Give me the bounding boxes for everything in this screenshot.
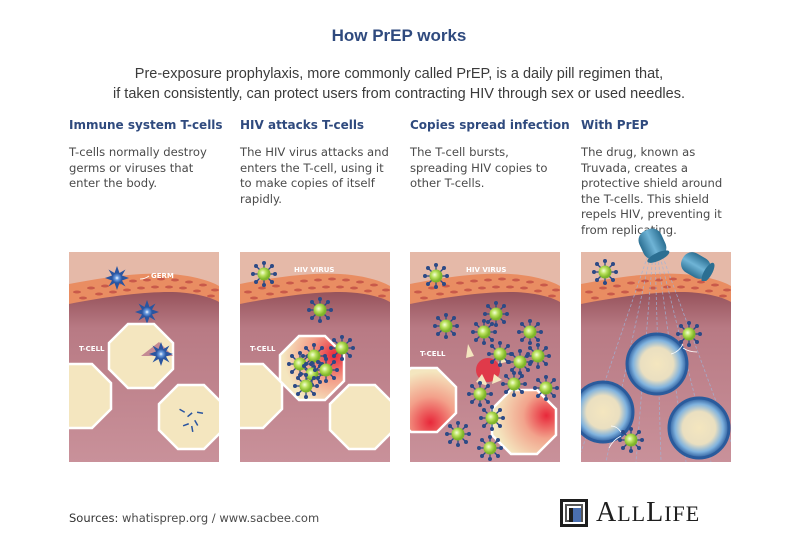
hiv-virus-icon: [444, 420, 472, 448]
tcell-icon: [328, 383, 390, 451]
label-tcell: T-CELL: [420, 350, 446, 358]
sources-label: Sources:: [69, 511, 119, 525]
step-copies-spread: Copies spread infection The T-cell burst…: [410, 118, 580, 192]
hiv-virus-icon: [617, 426, 645, 454]
step-description: The T-cell bursts, spreading HIV copies …: [410, 145, 548, 191]
hiv-virus-icon: [470, 318, 498, 346]
hiv-virus-icon: [478, 404, 506, 432]
illustration-hiv-attacks: HIV VIRUS T-CELL: [240, 252, 390, 462]
hiv-virus-icon: [516, 318, 544, 346]
hiv-virus-icon: [524, 342, 552, 370]
intro-line-1: Pre-exposure prophylaxis, more commonly …: [134, 66, 664, 82]
repel-arrows: [608, 343, 698, 449]
hiv-virus-icon: [476, 434, 504, 462]
label-tcell: T-CELL: [250, 345, 276, 353]
illustration-immune-tcells: GERM T-CELL: [69, 252, 219, 462]
intro-line-2: if taken consistently, can protect users…: [113, 86, 685, 102]
step-description: The HIV virus attacks and enters the T-c…: [240, 145, 389, 206]
shielded-tcell-icon: [581, 380, 635, 444]
label-hiv-virus: HIV VIRUS: [466, 266, 506, 274]
step-heading: Copies spread infection: [410, 118, 570, 132]
hiv-virus-icon: [591, 258, 619, 286]
tcell-icon: [157, 383, 219, 451]
illustration-with-prep: [581, 252, 731, 462]
hiv-virus-icon: [328, 334, 356, 362]
step-heading: HIV attacks T-cells: [240, 118, 365, 132]
step-heading: With PrEP: [581, 118, 649, 132]
alllife-logo-text: ALLLIFE: [596, 497, 701, 528]
shielded-tcell-icon: [625, 332, 689, 396]
sources-text: whatisprep.org / www.sacbee.com: [118, 511, 320, 525]
hiv-virus-icon: [482, 300, 510, 328]
germ-icon: [105, 266, 129, 290]
hiv-virus-icon: [292, 372, 320, 400]
hiv-virus-icon: [675, 320, 703, 348]
sources-credit: Sources: whatisprep.org / www.sacbee.com: [69, 511, 319, 525]
shielded-tcell-icon: [667, 396, 731, 460]
hiv-virus-icon: [466, 380, 494, 408]
pill-capsules-icon: [638, 228, 715, 281]
page-title: How PrEP works: [331, 26, 467, 45]
hiv-virus-icon: [306, 296, 334, 324]
label-tcell: T-CELL: [79, 345, 105, 353]
label-germ: GERM: [151, 272, 174, 280]
label-hiv-virus: HIV VIRUS: [294, 266, 334, 274]
illustration-copies-spread: HIV VIRUS T-CELL: [410, 252, 560, 462]
germ-icon: [135, 300, 159, 324]
hiv-virus-icon: [422, 262, 450, 290]
step-heading: Immune system T-cells: [69, 118, 223, 132]
intro-text: Pre-exposure prophylaxis, more commonly …: [0, 64, 798, 104]
step-hiv-attacks: HIV attacks T-cells The HIV virus attack…: [240, 118, 410, 207]
alllife-logo: ALLLIFE: [560, 497, 700, 529]
hiv-virus-icon: [506, 348, 534, 376]
step-description: T-cells normally destroy germs or viruse…: [69, 145, 207, 191]
hiv-virus-icon: [432, 312, 460, 340]
digested-germ-icon: [179, 408, 204, 433]
hiv-virus-icon: [532, 374, 560, 402]
step-with-prep: With PrEP The drug, known as Truvada, cr…: [581, 118, 751, 239]
germ-icon: [149, 342, 173, 366]
hiv-virus-icon: [312, 356, 340, 384]
alllife-logo-icon: [560, 499, 588, 527]
hiv-virus-icon: [500, 370, 528, 398]
hiv-virus-icon: [250, 260, 278, 288]
step-immune-tcells: Immune system T-cells T-cells normally d…: [69, 118, 239, 192]
